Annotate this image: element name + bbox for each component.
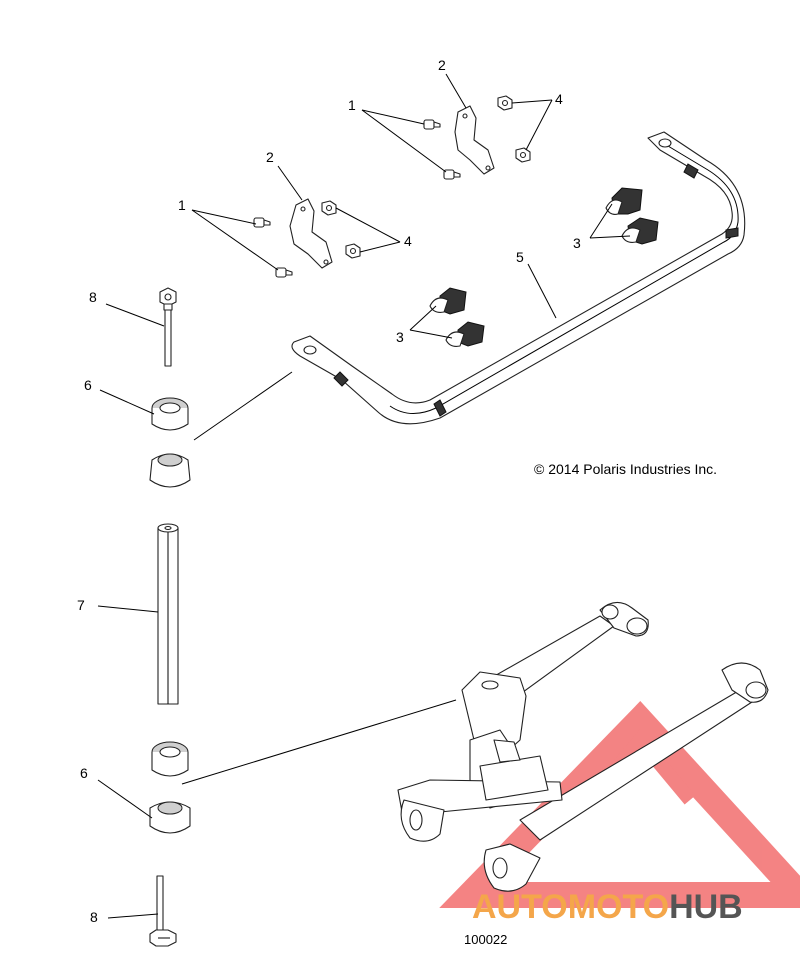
bolt-lower-1 bbox=[253, 217, 271, 228]
callout-8-upper: 8 bbox=[89, 289, 97, 305]
link-rod bbox=[157, 523, 179, 705]
callout-5: 5 bbox=[516, 249, 524, 265]
bushing-cup-1 bbox=[151, 397, 189, 431]
callout-labels: 1 2 4 1 2 4 3 3 5 8 6 7 6 8 bbox=[77, 57, 581, 925]
callout-3-lower: 3 bbox=[396, 329, 404, 345]
stabilizer-bar bbox=[291, 131, 746, 425]
leader-lines bbox=[97, 73, 631, 919]
callout-1-lower: 1 bbox=[178, 197, 186, 213]
callout-1-upper: 1 bbox=[348, 97, 356, 113]
copyright-notice: © 2014 Polaris Industries Inc. bbox=[534, 461, 717, 477]
bushing-cup-3 bbox=[151, 741, 189, 777]
bolt-bottom bbox=[149, 875, 177, 947]
diagram-part-number: 100022 bbox=[464, 932, 507, 947]
bolt-lower-2 bbox=[275, 267, 293, 278]
watermark-text-part1: AUTOMOTO bbox=[472, 888, 669, 926]
bushing-pair-upper bbox=[605, 187, 659, 245]
clamp-set-lower bbox=[253, 198, 361, 278]
bolt-upper-2 bbox=[443, 169, 461, 180]
callout-2-upper: 2 bbox=[438, 57, 446, 73]
bushing-cup-4 bbox=[149, 801, 191, 834]
callout-6-upper: 6 bbox=[84, 377, 92, 393]
clamp-set-upper bbox=[423, 95, 531, 180]
bushing-pair-lower bbox=[429, 287, 485, 347]
watermark-text: AUTOMOTOHUB bbox=[472, 888, 743, 926]
callout-4-lower: 4 bbox=[404, 233, 412, 249]
control-arm-assembly bbox=[397, 601, 769, 892]
bolt-top bbox=[159, 287, 177, 367]
callout-6-lower: 6 bbox=[80, 765, 88, 781]
bushing-cup-2 bbox=[149, 453, 191, 488]
callout-8-lower: 8 bbox=[90, 909, 98, 925]
callout-4-upper: 4 bbox=[555, 91, 563, 107]
callout-2-lower: 2 bbox=[266, 149, 274, 165]
bolt-upper-1 bbox=[423, 119, 441, 130]
callout-3-upper: 3 bbox=[573, 235, 581, 251]
callout-7: 7 bbox=[77, 597, 85, 613]
watermark-text-part2: HUB bbox=[669, 888, 743, 926]
